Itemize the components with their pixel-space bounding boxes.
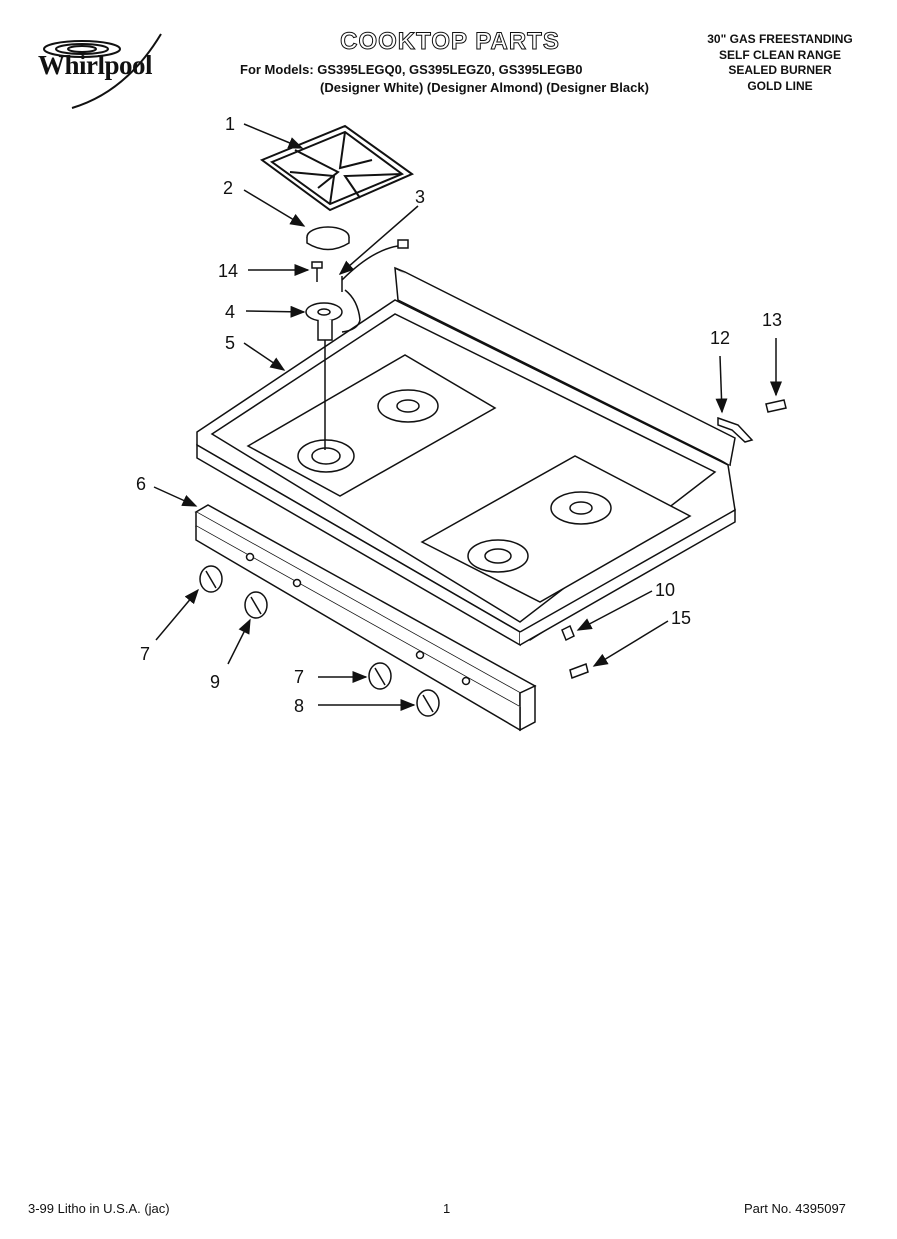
brand-logo: Whirlpool	[38, 50, 153, 80]
callout-label: 5	[225, 333, 235, 353]
callout-label: 15	[671, 608, 691, 628]
callout-label: 10	[655, 580, 675, 600]
control-knob	[416, 689, 440, 717]
product-line: GOLD LINE	[747, 78, 813, 93]
part-number: Part No. 4395097	[744, 1201, 846, 1216]
control-knob	[244, 591, 268, 619]
burner-cap	[306, 226, 350, 251]
mounting-clip	[717, 416, 754, 443]
callout-label: 14	[218, 261, 238, 281]
burner-base	[305, 302, 343, 450]
callout-arrows	[153, 123, 782, 711]
burner-right-front	[467, 539, 529, 573]
panel-screw	[569, 663, 589, 679]
callout-label: 2	[223, 178, 233, 198]
control-knob	[199, 565, 223, 593]
callout-label: 4	[225, 302, 235, 322]
burner-left-front	[297, 439, 355, 473]
cooktop-surface	[196, 266, 736, 647]
callout-label: 8	[294, 696, 304, 716]
screw	[311, 261, 323, 282]
variants-line: (Designer White) (Designer Almond) (Desi…	[320, 80, 649, 95]
callout-label: 7	[140, 644, 150, 664]
control-panel	[194, 504, 537, 732]
callout-labels: 1 2 3 14 4 5 12 13 6 10 15 7 9 7 8	[136, 114, 782, 716]
product-line: 30" GAS FREESTANDING	[707, 32, 853, 46]
callout-label: 7	[294, 667, 304, 687]
burner-left-rear	[377, 389, 439, 423]
callout-label: 3	[415, 187, 425, 207]
whirlpool-logo-swirl-icon	[43, 40, 121, 58]
product-line: SEALED BURNER	[728, 63, 832, 77]
litho-info: 3-99 Litho in U.S.A. (jac)	[28, 1201, 170, 1216]
product-line: SELF CLEAN RANGE	[718, 47, 841, 62]
callout-label: 12	[710, 328, 730, 348]
product-description: 30" GAS FREESTANDING SELF CLEAN RANGE SE…	[680, 32, 880, 94]
burner-grate	[259, 124, 415, 212]
control-knob	[368, 662, 392, 690]
logo-underline-icon	[71, 33, 162, 109]
callout-label: 9	[210, 672, 220, 692]
models-line: For Models: GS395LEGQ0, GS395LEGZ0, GS39…	[240, 62, 583, 77]
mounting-screw	[765, 399, 787, 413]
burner-right-rear	[550, 491, 612, 525]
panel-clip	[561, 624, 575, 642]
callout-label: 6	[136, 474, 146, 494]
callout-label: 13	[762, 310, 782, 330]
page-number: 1	[443, 1201, 451, 1216]
page-title: COOKTOP PARTS	[340, 28, 560, 56]
callout-label: 1	[225, 114, 235, 134]
